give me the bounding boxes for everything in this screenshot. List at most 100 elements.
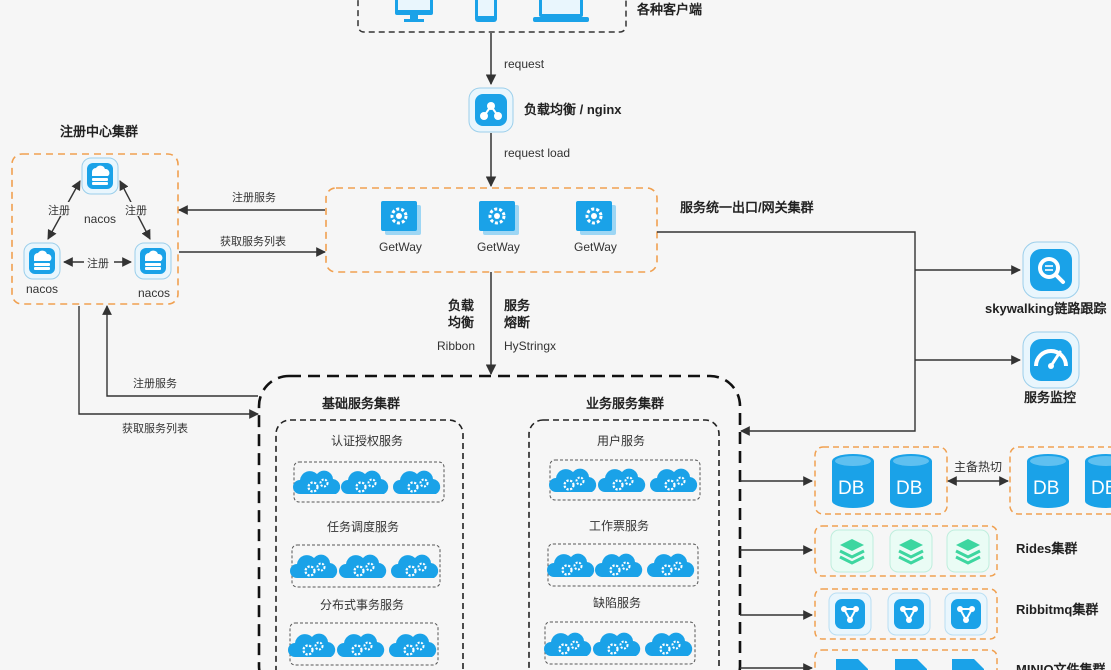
- gateway-label-1: GetWay: [379, 240, 422, 254]
- routing-cb-line1: 服务: [504, 298, 531, 313]
- cloud-gear-icon: [286, 632, 337, 659]
- gateway-fetch-label: 获取服务列表: [220, 234, 286, 248]
- monitor-label: 服务监控: [1024, 390, 1076, 405]
- cloud-gear-icon: [545, 552, 596, 579]
- db-label-3: DB: [1033, 478, 1059, 499]
- gateway-icon-3: [574, 199, 618, 237]
- cloud-gear-icon: [387, 632, 438, 659]
- hot-standby-label: 主备热切: [954, 460, 1002, 474]
- basic-group-2-title: 任务调度服务: [327, 519, 399, 534]
- cloud-gear-icon: [335, 632, 386, 659]
- business-group-1-title: 用户服务: [597, 433, 645, 448]
- registry-link-label-left: 注册: [48, 203, 70, 217]
- rabbitmq-node-icon: [944, 592, 988, 636]
- basic-cluster-box: [275, 419, 464, 670]
- file-icon: [952, 659, 984, 670]
- basic-cluster-title: 基础服务集群: [321, 396, 400, 411]
- basic-group-3-box: [289, 622, 439, 666]
- db-primary-box: [814, 446, 948, 515]
- nginx-node: [468, 87, 514, 133]
- minio-box: [814, 649, 998, 670]
- business-cluster-title: 业务服务集群: [586, 396, 664, 411]
- gateway-to-services-line: [657, 231, 916, 436]
- db-label-1: DB: [838, 478, 864, 499]
- business-group-2-title: 工作票服务: [589, 518, 649, 533]
- services-fetch-label: 获取服务列表: [122, 421, 188, 435]
- db-label-4: DB: [1091, 478, 1111, 499]
- basic-group-1-title: 认证授权服务: [331, 433, 403, 448]
- business-cluster-box: [528, 419, 720, 670]
- file-icon: [836, 659, 868, 670]
- nacos-node-top: [81, 157, 119, 195]
- cloud-gear-icon: [337, 553, 388, 580]
- registry-link-label-bottom: 注册: [87, 256, 109, 270]
- gateway-icon-1: [379, 199, 423, 237]
- minio-label: MINIO文件集群: [1016, 662, 1106, 670]
- laptop-icon: [533, 0, 589, 22]
- clients-box: [357, 0, 627, 33]
- gateway-icon-2: [477, 199, 521, 237]
- clients-label: 各种客户端: [636, 2, 702, 17]
- business-group-3-title: 缺陷服务: [593, 595, 641, 610]
- cloud-gear-icon: [643, 631, 694, 658]
- nacos-node-left: [23, 242, 61, 280]
- request-load-label: request load: [504, 146, 570, 160]
- db-label-2: DB: [896, 478, 922, 499]
- basic-group-3-title: 分布式事务服务: [320, 597, 404, 612]
- cloud-gear-icon: [593, 552, 644, 579]
- registry-box: [11, 153, 179, 305]
- rabbitmq-label: Ribbitmq集群: [1016, 602, 1098, 617]
- basic-group-2-box: [291, 544, 441, 588]
- cloud-gear-icon: [547, 467, 598, 494]
- gateway-cluster-label: 服务统一出口/网关集群: [680, 200, 814, 215]
- registry-link-label-right: 注册: [125, 203, 147, 217]
- routing-cb-tech: HyStringx: [504, 339, 556, 353]
- cloud-gear-icon: [339, 469, 390, 496]
- nacos-label-left: nacos: [26, 282, 58, 296]
- gateway-label-3: GetWay: [574, 240, 617, 254]
- services-register-arrow: [102, 305, 258, 397]
- lb-label: 负载均衡 / nginx: [524, 102, 622, 117]
- routing-lb-line2: 均衡: [448, 315, 474, 330]
- redis-label: Rides集群: [1016, 541, 1077, 556]
- redis-stack-icon: [829, 528, 875, 574]
- business-group-3-box: [544, 621, 696, 665]
- redis-stack-icon: [945, 528, 991, 574]
- nacos-label-right: nacos: [138, 286, 170, 300]
- nacos-label-top: nacos: [84, 212, 116, 226]
- gateway-label-2: GetWay: [477, 240, 520, 254]
- cloud-gear-icon: [645, 552, 696, 579]
- nacos-node-right: [134, 242, 172, 280]
- cloud-gear-icon: [596, 467, 647, 494]
- basic-group-1-box: [293, 461, 445, 503]
- business-group-2-box: [547, 543, 699, 587]
- routing-lb-tech: Ribbon: [437, 339, 475, 353]
- cloud-gear-icon: [591, 631, 642, 658]
- skywalking-node: [1022, 241, 1080, 299]
- rabbitmq-box: [814, 588, 998, 640]
- services-fetch-arrow: [78, 306, 259, 419]
- cloud-gear-icon: [542, 631, 593, 658]
- business-group-1-box: [549, 459, 701, 501]
- gateway-register-label: 注册服务: [232, 190, 276, 204]
- gauge-icon: [1034, 349, 1068, 367]
- cloud-gear-icon: [288, 553, 339, 580]
- redis-stack-icon: [888, 528, 934, 574]
- routing-lb-line1: 负载: [448, 298, 474, 313]
- file-icon: [895, 659, 927, 670]
- cloud-gear-icon: [389, 553, 440, 580]
- db-standby-box: [1009, 446, 1111, 515]
- monitor-node: [1022, 331, 1080, 389]
- cloud-gear-icon: [391, 469, 442, 496]
- cloud-gear-icon: [648, 467, 699, 494]
- redis-box: [814, 525, 998, 577]
- rabbitmq-node-icon: [828, 592, 872, 636]
- skywalking-label: skywalking链路跟踪: [985, 301, 1106, 316]
- request-label: request: [504, 57, 545, 71]
- rabbitmq-node-icon: [887, 592, 931, 636]
- services-cluster-box: [257, 374, 742, 670]
- services-register-label: 注册服务: [133, 376, 177, 390]
- routing-cb-line2: 熔断: [504, 315, 530, 330]
- desktop-icon: [395, 0, 433, 22]
